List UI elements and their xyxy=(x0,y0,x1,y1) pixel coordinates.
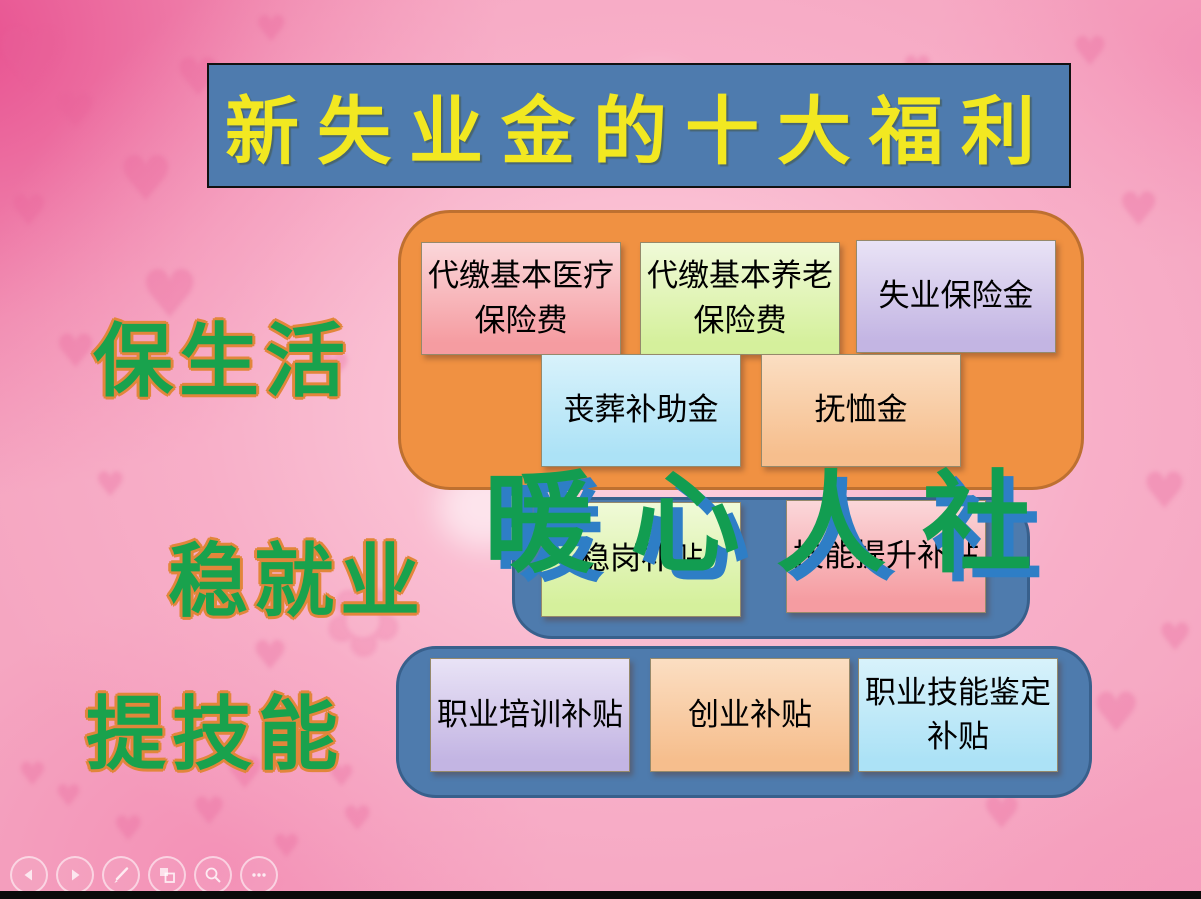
pen-button[interactable] xyxy=(102,856,140,894)
benefit-box: 丧葬补助金 xyxy=(541,354,741,467)
slides-overview-button[interactable] xyxy=(148,856,186,894)
magnifier-icon xyxy=(203,865,223,885)
heart-decoration: ♥ xyxy=(55,779,82,814)
heart-decoration: ♥ xyxy=(192,789,227,833)
heart-decoration: ♥ xyxy=(55,84,97,138)
benefit-box: 创业补贴 xyxy=(650,658,850,772)
heart-decoration: ♥ xyxy=(1158,615,1193,659)
heart-decoration: ♥ xyxy=(982,788,1022,839)
benefit-box: 代缴基本养老保险费 xyxy=(640,242,840,355)
heart-decoration: ♥ xyxy=(272,827,301,865)
heart-decoration: ♥ xyxy=(113,809,144,849)
left-triangle-icon xyxy=(19,865,39,885)
benefit-box: 职业培训补贴 xyxy=(430,658,630,772)
ellipsis-icon xyxy=(249,865,269,885)
benefit-group-1: 代缴基本医疗保险费 代缴基本养老保险费 失业保险金 丧葬补助金 抚恤金 xyxy=(398,210,1084,490)
benefit-box: 代缴基本医疗保险费 xyxy=(421,242,621,355)
heart-decoration: ♥ xyxy=(1118,182,1160,236)
zoom-button[interactable] xyxy=(194,856,232,894)
heart-decoration: ♥ xyxy=(1072,29,1108,75)
heart-decoration: ♥ xyxy=(252,633,288,679)
slideshow-toolbar xyxy=(10,856,278,894)
heart-decoration: ♥ xyxy=(140,256,200,333)
pen-icon xyxy=(111,865,131,885)
next-slide-button[interactable] xyxy=(56,856,94,894)
heart-decoration: ♥ xyxy=(18,755,47,793)
slide-title: 新失业金的十大福利 xyxy=(225,89,1053,175)
heart-decoration: ♥ xyxy=(1092,681,1141,744)
heart-decoration: ♥ xyxy=(10,186,48,235)
heart-decoration: ♥ xyxy=(0,11,70,109)
title-banner: 新失业金的十大福利 xyxy=(207,63,1071,188)
benefit-box: 抚恤金 xyxy=(761,354,961,467)
watermark-text: 暖心人社 xyxy=(484,459,1068,588)
heart-decoration: ♥ xyxy=(315,345,351,391)
benefit-box: 职业技能鉴定补贴 xyxy=(858,658,1058,772)
heart-decoration: ♥ xyxy=(118,142,174,215)
heart-decoration: ♥ xyxy=(1142,462,1187,520)
heart-decoration: ♥ xyxy=(342,799,373,839)
group-label-tijineng: 提技能 xyxy=(86,687,344,781)
heart-decoration: ♥ xyxy=(95,465,126,505)
previous-slide-button[interactable] xyxy=(10,856,48,894)
heart-decoration: ♥ xyxy=(328,759,355,794)
right-triangle-icon xyxy=(65,865,85,885)
heart-decoration: ♥ xyxy=(55,324,97,378)
benefit-group-2: 稳岗补贴 技能提升补贴 xyxy=(512,497,1030,639)
benefit-box: 失业保险金 xyxy=(856,240,1056,353)
benefit-box: 稳岗补贴 xyxy=(541,502,741,617)
benefit-group-3: 职业培训补贴 创业补贴 职业技能鉴定补贴 xyxy=(396,646,1092,798)
benefit-box: 技能提升补贴 xyxy=(786,500,986,613)
more-options-button[interactable] xyxy=(240,856,278,894)
bottom-black-bar xyxy=(0,891,1201,899)
heart-decoration: ♥ xyxy=(225,748,265,799)
group-label-wenjiuye: 稳就业 xyxy=(168,534,426,628)
group-label-baoshenghuo: 保生活 xyxy=(93,314,351,408)
heart-decoration: ♥ xyxy=(255,9,288,50)
slides-icon xyxy=(157,865,177,885)
